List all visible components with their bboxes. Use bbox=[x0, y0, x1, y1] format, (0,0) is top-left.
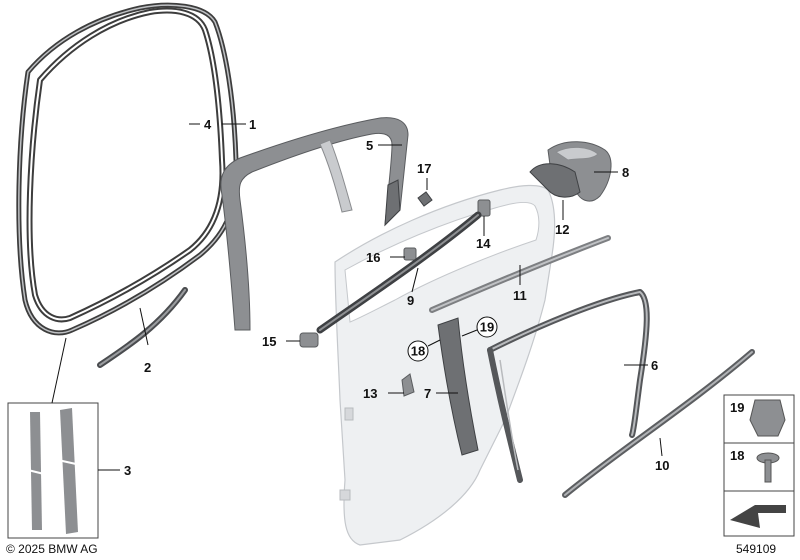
corner-cover-12 bbox=[529, 163, 581, 198]
callout-10: 10 bbox=[655, 458, 669, 473]
clip-15 bbox=[299, 332, 319, 348]
window-strip-10 bbox=[562, 349, 755, 498]
screw-18 bbox=[756, 452, 780, 483]
callout-labels: 1 2 3 4 5 6 7 8 9 10 11 12 13 14 15 16 1… bbox=[124, 117, 669, 478]
legend-label-19: 19 bbox=[730, 400, 744, 415]
callout-2: 2 bbox=[144, 360, 151, 375]
callout-19-circle: 19 bbox=[476, 316, 498, 338]
belt-strip-9 bbox=[316, 211, 482, 334]
clip-17 bbox=[417, 191, 433, 207]
callout-15: 15 bbox=[262, 334, 276, 349]
callout-3: 3 bbox=[124, 463, 131, 478]
clip-16 bbox=[403, 247, 417, 261]
callout-14: 14 bbox=[476, 236, 491, 251]
callout-13: 13 bbox=[363, 386, 377, 401]
frame-trim-5 bbox=[220, 117, 409, 331]
callout-6: 6 bbox=[651, 358, 658, 373]
diagram-number: 549109 bbox=[736, 542, 776, 556]
callout-18: 18 bbox=[411, 344, 425, 359]
legend-box-19: 19 bbox=[723, 394, 795, 444]
callout-12: 12 bbox=[555, 222, 569, 237]
seal-strip-2 bbox=[97, 287, 188, 368]
callout-11: 11 bbox=[513, 288, 527, 303]
pillar-trim-7 bbox=[437, 317, 479, 456]
direction-arrow-icon bbox=[730, 505, 786, 528]
callout-8: 8 bbox=[622, 165, 629, 180]
door-seal-4 bbox=[26, 7, 226, 323]
detail-box-3 bbox=[7, 402, 99, 539]
callout-17: 17 bbox=[417, 161, 431, 176]
leader-lines bbox=[51, 123, 663, 471]
clip-13 bbox=[401, 373, 415, 397]
callout-5: 5 bbox=[366, 138, 373, 153]
callout-16: 16 bbox=[366, 250, 380, 265]
callout-9: 9 bbox=[407, 293, 414, 308]
callout-1: 1 bbox=[249, 117, 256, 132]
legend-box-arrow bbox=[723, 490, 795, 537]
legend-box-18: 18 bbox=[723, 442, 795, 492]
callout-19: 19 bbox=[480, 320, 494, 335]
door-seal-1 bbox=[16, 2, 239, 336]
clip-nut-19 bbox=[749, 399, 786, 437]
callout-7: 7 bbox=[424, 386, 431, 401]
window-channel-6 bbox=[487, 289, 650, 483]
copyright-text: © 2025 BMW AG bbox=[6, 542, 98, 556]
callout-4: 4 bbox=[204, 117, 212, 132]
callout-18-circle: 18 bbox=[407, 340, 429, 362]
legend-label-18: 18 bbox=[730, 448, 744, 463]
